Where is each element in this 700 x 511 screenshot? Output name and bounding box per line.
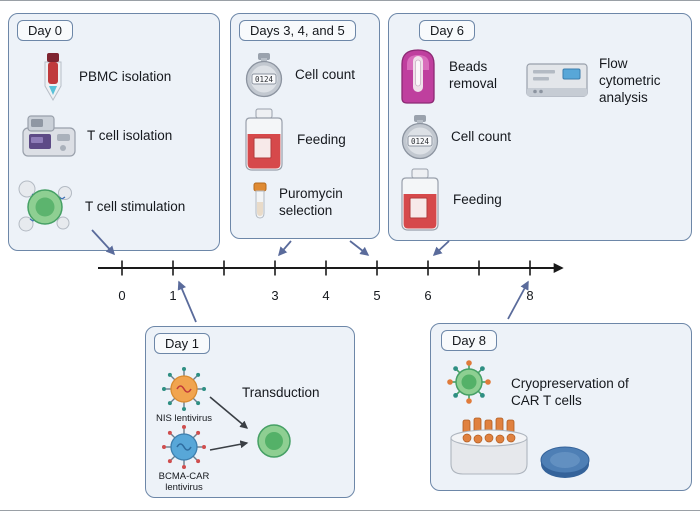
timeline-ticks [121,260,531,276]
day6-chip-label: Day 6 [430,23,464,38]
item-label: PBMC isolation [79,68,172,84]
tick-label-8: 8 [526,288,533,303]
day6-chip: Day 6 [419,20,475,41]
car-t-cell-icon [441,354,497,410]
arrow-day6-to-timeline [432,240,450,257]
item-label: T cell isolation [87,127,173,143]
tcell-stimulation-icon [15,178,75,236]
tick-label-0: 0 [118,288,125,303]
day6-item-beads-removal: Beads removal [397,46,507,106]
counter-display: 0124 [255,75,274,84]
arrow-day1-to-timeline [177,280,197,323]
days345-item-feeding: Feeding [241,108,346,172]
culture-flask-icon [241,108,287,172]
days345-item-puromycin: Puromycin selection [251,182,357,224]
panel-day0: Day 0 PBMC isolation [8,13,220,251]
tick-label-4: 4 [322,288,329,303]
counter-display: 0124 [411,137,430,146]
day0-chip: Day 0 [17,20,73,41]
tally-counter-icon: 0124 [399,114,441,160]
cryobox-and-lid-icon [445,412,595,484]
transduction-label: Transduction [242,385,320,400]
item-label: T cell stimulation [85,198,186,214]
bcma-car-lentivirus-icon [160,423,208,471]
tick-label-5: 5 [373,288,380,303]
days345-chip: Days 3, 4, and 5 [239,20,356,41]
cryopreservation-label: Cryopreservation of CAR T cells [511,376,629,408]
item-label: Feeding [297,131,346,147]
magnet-icon [397,46,439,106]
timeline-tick-labels: 0 1 3 4 5 6 8 [118,288,533,303]
day6-item-feeding: Feeding [397,168,502,232]
nis-lentivirus-label: NIS lentivirus [156,413,212,424]
panel-days345: Days 3, 4, and 5 0124 Cell count [230,13,380,239]
tick-label-3: 3 [271,288,278,303]
item-label: Beads removal [449,59,498,91]
transduced-cell-icon [252,419,296,463]
day6-item-flow-cytometry: Flow cytometric analysis [525,56,675,107]
tick-label-1: 1 [169,288,176,303]
flow-cytometer-icon [525,58,589,104]
arrow-days345-to-day3 [278,240,292,257]
item-label: Cell count [295,66,356,82]
cell-separator-machine-icon [21,112,77,160]
nis-lentivirus-icon [160,365,208,413]
timeline-axis: 0 1 3 4 5 6 8 [98,260,564,303]
item-label: Cell count [451,128,512,144]
item-label: Puromycin selection [279,186,343,218]
day8-chip: Day 8 [441,330,497,351]
tally-counter-icon: 0124 [243,52,285,98]
day0-chip-label: Day 0 [28,23,62,38]
panel-day8: Day 8 Cryopreservation of CAR T cells [430,323,692,491]
arrow-days345-to-day5 [349,240,370,256]
day1-chip: Day 1 [154,333,210,354]
bcma-car-lentivirus-label: BCMA-CAR lentivirus [158,471,210,494]
arrow-day8-to-timeline [507,280,529,320]
blood-tube-icon [37,52,69,102]
day6-item-cell-count: 0124 Cell count [399,114,511,160]
day0-item-tcell-isolation: T cell isolation [21,112,172,160]
day0-item-tcell-stimulation: T cell stimulation [15,178,185,236]
tick-label-6: 6 [424,288,431,303]
days345-chip-label: Days 3, 4, and 5 [250,23,345,38]
puromycin-tube-icon [251,182,269,224]
day0-item-pbmc: PBMC isolation [37,52,171,102]
panel-day6: Day 6 Beads removal [388,13,692,241]
culture-flask-icon [397,168,443,232]
day1-chip-label: Day 1 [165,336,199,351]
days345-item-cell-count: 0124 Cell count [243,52,355,98]
panel-day1: Day 1 NIS lentivirus [145,326,355,498]
item-label: Feeding [453,191,502,207]
item-label: Flow cytometric analysis [599,56,661,105]
day8-chip-label: Day 8 [452,333,486,348]
